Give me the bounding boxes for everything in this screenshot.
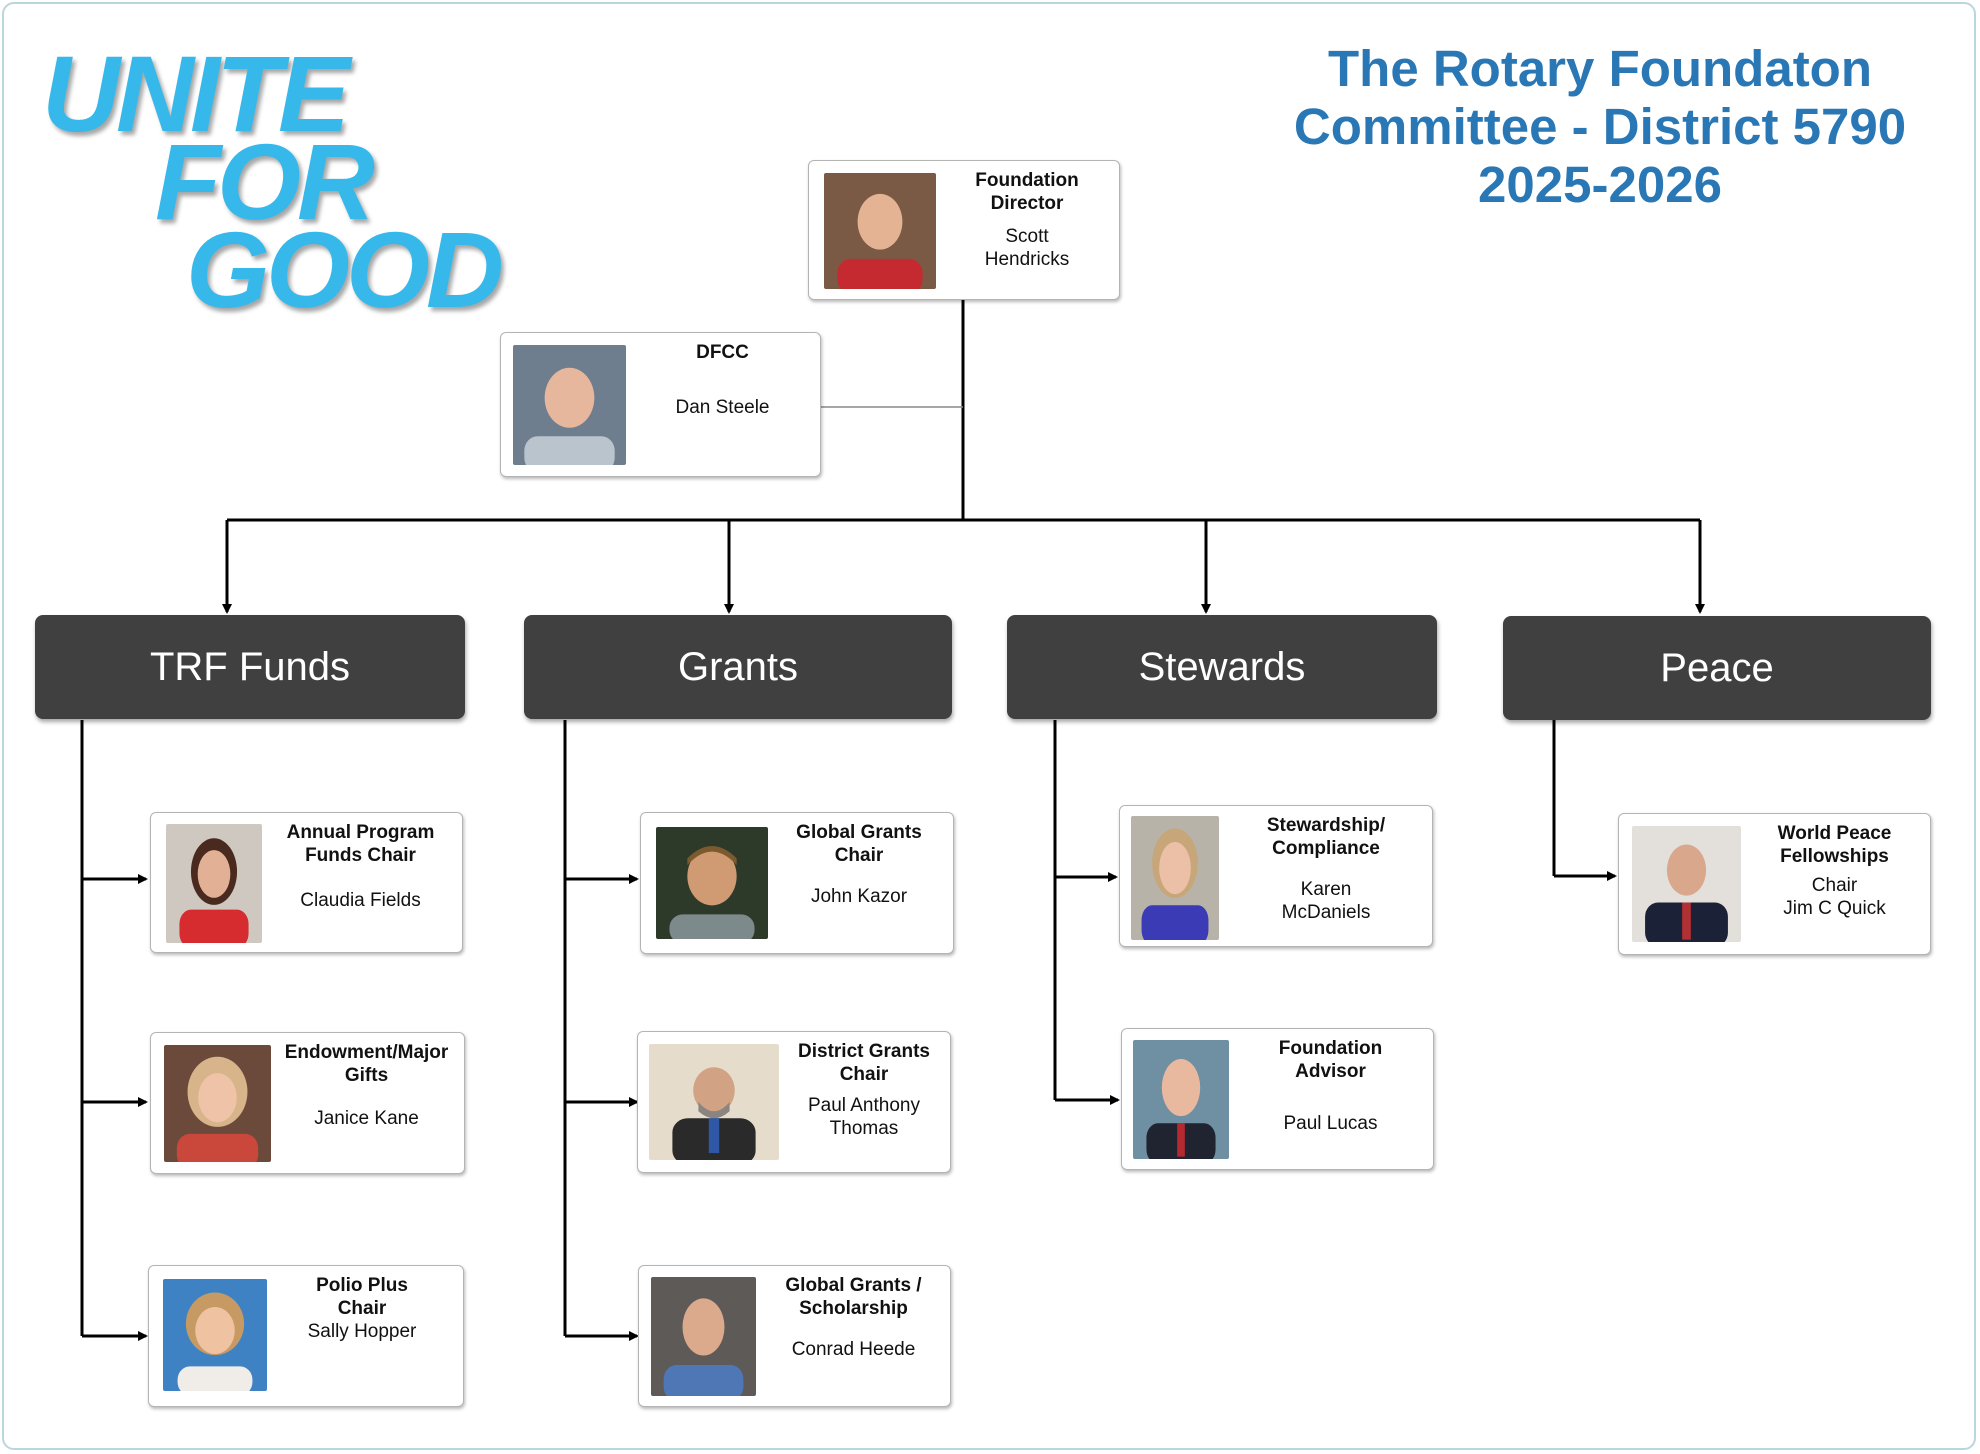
card-polio-plus-chair: Polio Plus Chair Sally Hopper — [148, 1265, 464, 1407]
header-peace: Peace — [1503, 616, 1931, 720]
card-text: Foundation Director Scott Hendricks — [941, 169, 1113, 291]
card-text: Foundation Advisor Paul Lucas — [1232, 1037, 1429, 1161]
logo-line-1: UNITE — [42, 33, 350, 154]
card-person-name: Paul Anthony Thomas — [808, 1095, 920, 1139]
card-person-name: Janice Kane — [314, 1108, 419, 1129]
photo-avatar — [1131, 816, 1219, 940]
card-role: Polio Plus Chair — [316, 1275, 408, 1319]
photo-avatar — [649, 1044, 779, 1160]
card-text: Polio Plus Chair Sally Hopper — [267, 1274, 457, 1398]
card-annual-program-funds-chair: Annual Program Funds Chair Claudia Field… — [150, 812, 463, 953]
card-person-name: Scott Hendricks — [984, 226, 1070, 270]
card-text: World Peace Fellowships Chair Jim C Quic… — [1743, 822, 1926, 946]
photo-avatar — [1133, 1040, 1229, 1159]
header-stewards: Stewards — [1007, 615, 1437, 719]
photo-avatar — [163, 1279, 267, 1391]
photo-avatar — [513, 345, 626, 465]
card-role: Foundation Director — [975, 170, 1079, 214]
card-person-name: Dan Steele — [675, 397, 770, 418]
photo-avatar — [1632, 826, 1741, 942]
card-role: Annual Program Funds Chair — [286, 822, 435, 866]
logo-line-3: GOOD — [186, 209, 504, 330]
photo-avatar — [651, 1277, 756, 1396]
card-text: District Grants Chair Paul Anthony Thoma… — [782, 1040, 946, 1164]
header-label: Stewards — [1138, 645, 1306, 689]
card-foundation-director: Foundation Director Scott Hendricks — [808, 160, 1120, 300]
card-text: Annual Program Funds Chair Claudia Field… — [265, 821, 456, 944]
card-person-name: Conrad Heede — [791, 1339, 916, 1360]
card-stewardship-compliance: Stewardship/ Compliance Karen McDaniels — [1119, 805, 1433, 947]
card-text: Global Grants / Scholarship Conrad Heede — [761, 1274, 946, 1398]
card-foundation-advisor: Foundation Advisor Paul Lucas — [1121, 1028, 1434, 1170]
photo-avatar — [656, 827, 768, 939]
card-role: Endowment/Major Gifts — [284, 1042, 449, 1086]
title-line-1: The Rotary Foundaton — [1328, 40, 1872, 97]
title-line-3: 2025-2026 — [1478, 156, 1722, 213]
photo-avatar — [824, 173, 936, 289]
card-person-name: Claudia Fields — [300, 890, 421, 911]
card-role: Global Grants Chair — [796, 822, 922, 866]
header-label: Grants — [677, 645, 799, 689]
card-endowment-major-gifts: Endowment/Major Gifts Janice Kane — [150, 1032, 465, 1174]
card-district-grants-chair: District Grants Chair Paul Anthony Thoma… — [637, 1031, 951, 1173]
card-role: Global Grants / Scholarship — [785, 1275, 922, 1319]
card-person-name: Chair Jim C Quick — [1783, 875, 1886, 919]
card-text: Global Grants Chair John Kazor — [771, 821, 947, 945]
card-text: DFCC Dan Steele — [631, 341, 814, 468]
header-grants: Grants — [524, 615, 952, 719]
card-dfcc: DFCC Dan Steele — [500, 332, 821, 477]
card-global-grants-chair: Global Grants Chair John Kazor — [640, 812, 954, 954]
logo-line-2: FOR — [155, 121, 375, 242]
photo-avatar — [164, 1045, 271, 1162]
card-text: Stewardship/ Compliance Karen McDaniels — [1224, 814, 1428, 938]
header-label: Peace — [1660, 646, 1774, 690]
card-role: Foundation Advisor — [1278, 1038, 1383, 1082]
card-role: World Peace Fellowships — [1777, 823, 1892, 867]
card-person-name: Karen McDaniels — [1281, 879, 1371, 923]
card-person-name: Paul Lucas — [1283, 1113, 1378, 1134]
title-line-2: Committee - District 5790 — [1293, 98, 1907, 155]
header-trf-funds: TRF Funds — [35, 615, 465, 719]
card-global-grants-scholarship: Global Grants / Scholarship Conrad Heede — [638, 1265, 951, 1407]
card-role: District Grants Chair — [798, 1041, 930, 1085]
card-role: DFCC — [696, 342, 749, 363]
page-title: The Rotary Foundaton Committee - Distric… — [1240, 40, 1960, 214]
card-role: Stewardship/ Compliance — [1266, 815, 1386, 859]
card-world-peace-fellowships: World Peace Fellowships Chair Jim C Quic… — [1618, 813, 1931, 955]
header-label: TRF Funds — [149, 645, 351, 689]
unite-for-good-logo: UNITE FOR GOOD — [40, 30, 504, 324]
photo-avatar — [166, 824, 262, 943]
card-person-name: Sally Hopper — [307, 1321, 417, 1342]
card-person-name: John Kazor — [810, 886, 908, 907]
card-text: Endowment/Major Gifts Janice Kane — [273, 1041, 460, 1165]
